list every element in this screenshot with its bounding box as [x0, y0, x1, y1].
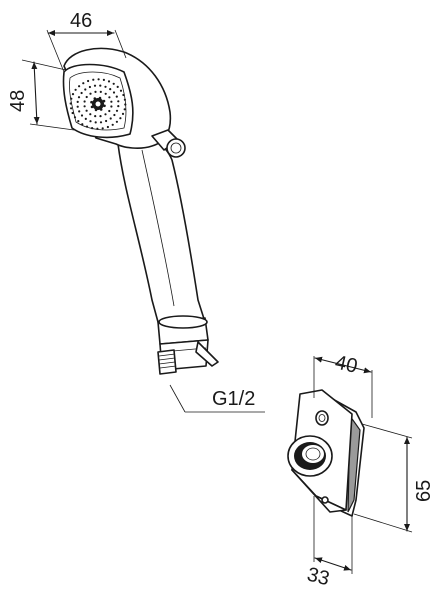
nozzle-dot	[104, 85, 107, 88]
nozzle-dot	[83, 105, 86, 108]
nozzle-dot	[73, 116, 77, 119]
nozzle-dot	[76, 105, 79, 108]
nozzle-dot	[78, 110, 81, 113]
nozzle-dot	[109, 117, 112, 120]
nozzle-dot	[109, 88, 112, 91]
nozzle-dot	[115, 95, 118, 98]
nozzle-dot	[112, 91, 116, 94]
spray-selector-knob	[151, 129, 186, 158]
nozzle-dot	[80, 91, 83, 95]
nozzle-dot	[77, 96, 81, 99]
nozzle-dot	[119, 89, 123, 92]
nozzle-dot	[117, 105, 120, 108]
nozzle-dot	[121, 112, 125, 115]
nozzle-dot	[115, 120, 118, 123]
nozzle-dot	[94, 90, 97, 93]
nozzle-dot	[105, 119, 108, 123]
nozzle-dot	[124, 103, 127, 106]
nozzle-dot	[99, 115, 102, 118]
nozzle-dot	[104, 113, 107, 116]
nozzle-dot	[108, 96, 111, 99]
nozzle-dot	[81, 123, 84, 126]
nozzle-dot	[99, 84, 102, 87]
nozzle-dot	[123, 108, 126, 111]
thread-label: G1/2	[212, 388, 255, 410]
nozzle-dot	[94, 121, 97, 124]
nozzle-dot	[112, 82, 115, 85]
hand-shower-handle	[117, 141, 206, 323]
nozzle-dot	[89, 113, 92, 116]
nozzle-dot	[110, 100, 113, 103]
nozzle-dot	[76, 100, 79, 103]
nozzle-dot	[107, 80, 111, 83]
nozzle-dot	[69, 102, 72, 105]
nozzle-dot	[123, 98, 126, 101]
nozzle-dot	[111, 123, 114, 126]
nozzle-dot	[78, 85, 81, 88]
nozzle-dot	[99, 121, 103, 124]
nozzle-dot	[85, 95, 88, 99]
hose-connector	[157, 315, 265, 413]
nozzle-dot	[71, 93, 75, 96]
nozzle-dot	[102, 78, 105, 81]
nozzle-dot	[91, 127, 94, 130]
nozzle-dot	[89, 92, 92, 95]
nozzle-dot	[117, 100, 120, 103]
nozzle-dot	[89, 120, 92, 123]
nozzle-dot	[84, 88, 87, 91]
nozzle-dot	[106, 125, 109, 129]
nozzle-dot	[97, 78, 100, 81]
dim-33: 33	[305, 496, 353, 591]
dim-46: 46	[46, 10, 127, 73]
nozzle-dot	[82, 82, 85, 85]
dim-65: 65	[353, 423, 435, 533]
nozzle-dot	[84, 117, 87, 120]
holder-socket	[287, 435, 333, 477]
nozzle-dot	[94, 115, 97, 118]
nozzle-dot	[101, 127, 104, 130]
dim-48: 48	[7, 59, 75, 131]
nozzle-dot	[110, 105, 113, 108]
nozzle-dot	[85, 109, 88, 112]
wall-holder: 40 65 33	[287, 351, 435, 591]
nozzle-dot	[113, 113, 116, 117]
nozzle-dot	[119, 117, 122, 120]
nozzle-dot	[93, 84, 97, 87]
nozzle-dot	[116, 85, 119, 88]
dim-label-40: 40	[333, 351, 360, 377]
dim-label-65: 65	[413, 480, 435, 502]
nozzle-dot	[87, 79, 90, 83]
dim-40: 40	[313, 351, 373, 418]
dim-label-46: 46	[70, 10, 92, 32]
hand-shower: 46 48 G1/2	[7, 10, 265, 413]
nozzle-dot	[77, 120, 80, 123]
nozzle-dot	[80, 114, 84, 117]
dim-label-33: 33	[305, 564, 332, 591]
nozzle-dot	[71, 111, 74, 115]
nozzle-dot	[70, 107, 73, 110]
nozzle-dot	[115, 109, 119, 112]
nozzle-dot	[99, 90, 102, 93]
nozzle-dot	[122, 93, 125, 97]
nozzle-dot	[74, 88, 77, 91]
nozzle-dot	[108, 109, 111, 113]
nozzle-dot	[96, 127, 99, 130]
nozzle-dot	[92, 78, 95, 81]
nozzle-dot	[104, 92, 107, 95]
nozzle-dot	[83, 100, 86, 103]
nozzle-dot	[70, 97, 73, 100]
screw-hole	[315, 410, 329, 426]
nozzle-dot	[88, 85, 91, 89]
dim-label-48: 48	[7, 90, 29, 112]
nozzle-dot	[85, 125, 89, 128]
